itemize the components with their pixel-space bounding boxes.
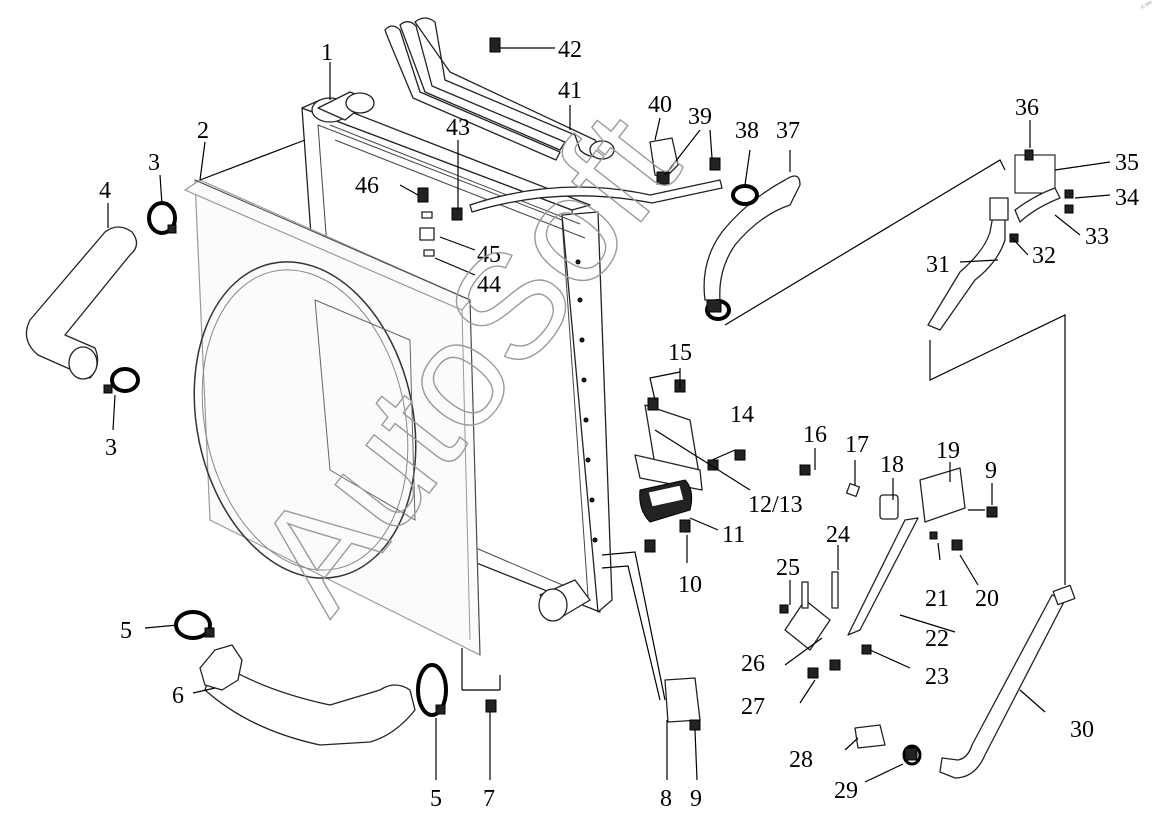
callout-37: 37 — [776, 118, 800, 144]
callout-30: 30 — [1070, 717, 1094, 743]
callout-23: 23 — [925, 664, 949, 690]
callout-15: 15 — [668, 340, 692, 366]
callout-31: 31 — [926, 252, 950, 278]
callout-16: 16 — [803, 422, 827, 448]
callout-4: 4 — [99, 178, 111, 204]
callout-12-13: 12/13 — [748, 492, 803, 518]
callout-21: 21 — [925, 586, 949, 612]
callout-18: 18 — [880, 452, 904, 478]
pipe-assembly — [384, 17, 723, 213]
tie-rod-assembly — [784, 154, 1061, 651]
overflow-hose — [939, 584, 1076, 779]
fan-shroud — [183, 179, 501, 691]
callout-24: 24 — [826, 522, 850, 548]
temperature-sensor — [854, 724, 918, 761]
callout-3a: 3 — [148, 150, 160, 176]
callout-43: 43 — [446, 115, 470, 141]
callout-9b: 9 — [985, 458, 997, 484]
callout-45: 45 — [477, 242, 501, 268]
callout-labels: 1 2 3 3 4 5 5 6 7 8 9 9 9 10 11 12/13 14… — [99, 37, 1139, 812]
callout-39: 39 — [688, 104, 712, 130]
callout-11: 11 — [722, 522, 745, 548]
callout-17: 17 — [845, 432, 869, 458]
callout-3b: 3 — [105, 435, 117, 461]
callout-20: 20 — [975, 586, 999, 612]
mounting-bracket — [634, 404, 703, 523]
callout-2: 2 — [197, 118, 209, 144]
callout-8: 8 — [660, 786, 672, 812]
callout-6: 6 — [172, 683, 184, 709]
callout-38: 38 — [735, 118, 759, 144]
callout-19: 19 — [936, 438, 960, 464]
callout-5b: 5 — [430, 786, 442, 812]
upper-hose — [25, 226, 138, 380]
fasteners — [417, 37, 1074, 731]
callout-14: 14 — [730, 402, 754, 428]
callout-7: 7 — [483, 786, 495, 812]
corner-mark: © ttm — [1140, 0, 1154, 11]
leader-lines — [107, 47, 1111, 783]
callout-28: 28 — [789, 747, 813, 773]
callout-27: 27 — [741, 694, 765, 720]
radiator-side-holes — [575, 259, 598, 543]
callout-10: 10 — [678, 572, 702, 598]
callout-35: 35 — [1115, 150, 1139, 176]
callout-46: 46 — [355, 173, 379, 199]
callout-5a: 5 — [120, 618, 132, 644]
lower-hose — [199, 644, 416, 746]
callout-42: 42 — [558, 37, 582, 63]
callout-40: 40 — [648, 92, 672, 118]
callout-22: 22 — [925, 626, 949, 652]
callout-25: 25 — [776, 555, 800, 581]
callout-1: 1 — [321, 40, 333, 66]
expansion-hose — [703, 175, 1009, 331]
callout-26: 26 — [741, 651, 765, 677]
callout-33: 33 — [1085, 224, 1109, 250]
callout-36: 36 — [1015, 95, 1039, 121]
callout-41: 41 — [558, 78, 582, 104]
callout-34: 34 — [1115, 185, 1139, 211]
lower-bracket — [601, 551, 701, 723]
callout-32: 32 — [1032, 243, 1056, 269]
callout-29: 29 — [834, 778, 858, 804]
callout-9a: 9 — [690, 786, 702, 812]
callout-44: 44 — [477, 272, 501, 298]
